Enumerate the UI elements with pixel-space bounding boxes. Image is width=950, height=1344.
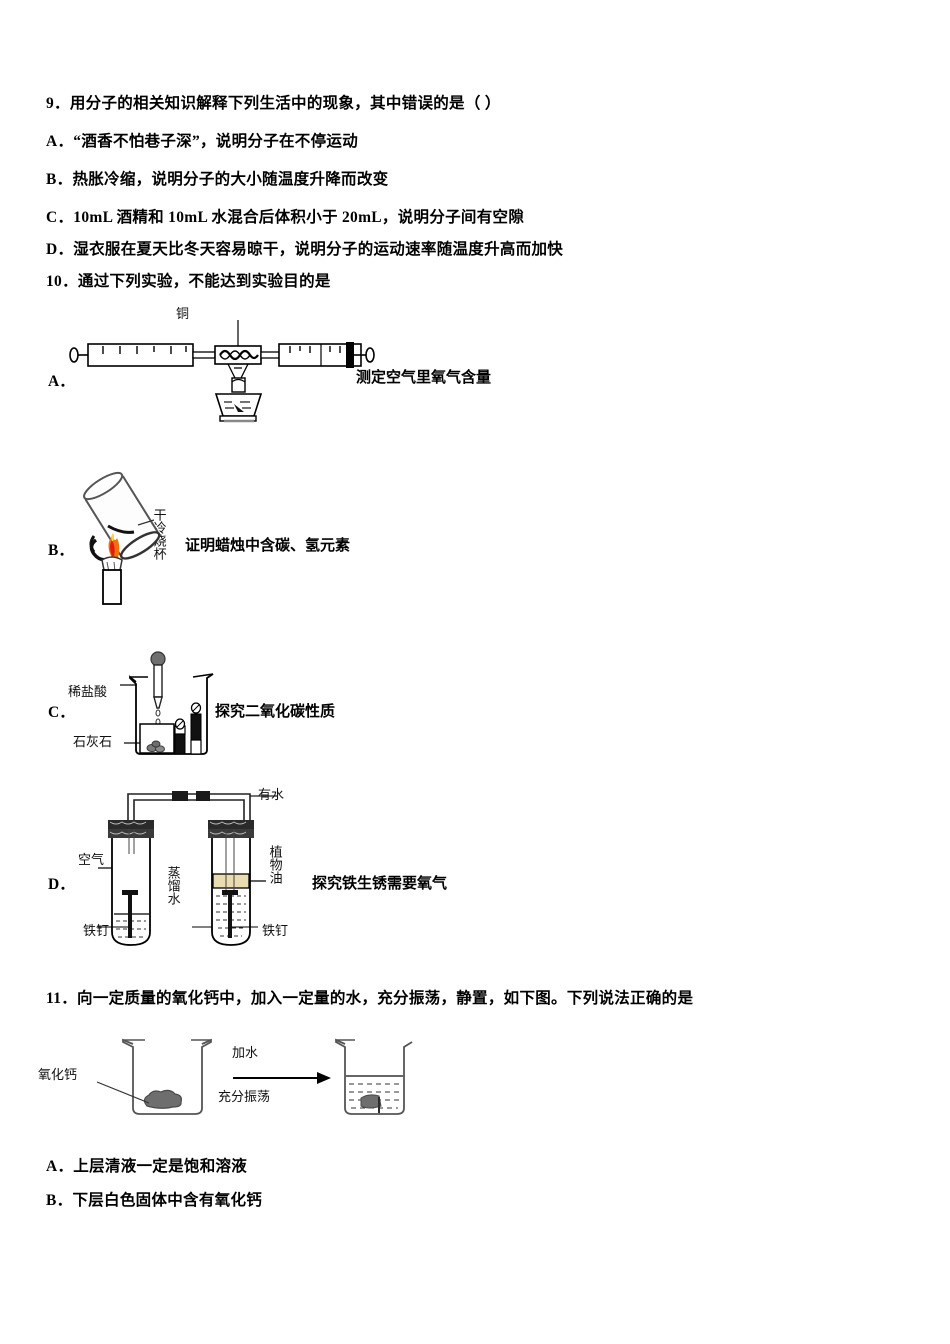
label-add-water: 加水 (232, 1045, 259, 1060)
figure-candle-dry-beaker (78, 462, 198, 607)
question-10-caption-d: 探究铁生锈需要氧气 (312, 875, 448, 892)
question-10-caption-c: 探究二氧化碳性质 (215, 703, 336, 720)
label-dilute-hydrochloric-acid: 稀盐酸 (68, 684, 108, 699)
question-10-caption-b: 证明蜡烛中含碳、氢元素 (185, 537, 351, 554)
label-air: 空气 (78, 852, 105, 867)
label-calcium-oxide: 氧化钙 (38, 1067, 78, 1082)
label-copper: 铜 (176, 306, 190, 321)
label-iron-nail-right: 铁钉 (262, 923, 289, 938)
label-shake-thoroughly: 充分振荡 (218, 1089, 271, 1104)
figure-iron-rusting-test-tubes (98, 782, 300, 952)
question-10-option-b-letter: B． (48, 542, 74, 559)
figure-calcium-oxide-water (96, 1036, 413, 1136)
question-11-stem: 11．向一定质量的氧化钙中，加入一定量的水，充分振荡，静置，如下图。下列说法正确… (46, 990, 694, 1007)
question-10-option-a-letter: A． (48, 373, 75, 390)
question-11-option-b: B．下层白色固体中含有氧化钙 (46, 1192, 263, 1209)
question-11-option-a: A．上层清液一定是饱和溶液 (46, 1158, 248, 1175)
label-has-water: 有水 (258, 787, 285, 802)
label-distilled-water: 蒸馏水 (165, 866, 181, 905)
figure-syringe-oxygen-apparatus (68, 320, 375, 432)
label-vegetable-oil: 植物油 (267, 845, 283, 884)
figure-co2-properties-beaker (118, 651, 228, 762)
question-9-option-c: C．10mL 酒精和 10mL 水混合后体积小于 20mL，说明分子间有空隙 (46, 209, 525, 226)
question-9-option-d: D．湿衣服在夏天比冬天容易晾干，说明分子的运动速率随温度升高而加快 (46, 241, 564, 258)
question-10-caption-a: 测定空气里氧气含量 (356, 369, 492, 386)
question-10-option-c-letter: C． (48, 704, 75, 721)
label-limestone: 石灰石 (73, 734, 113, 749)
question-9-stem: 9．用分子的相关知识解释下列生活中的现象，其中错误的是（ ） (46, 95, 501, 112)
question-9-option-a: A．“酒香不怕巷子深”，说明分子在不停运动 (46, 133, 358, 150)
question-10-stem: 10．通过下列实验，不能达到实验目的是 (46, 273, 331, 290)
question-9-option-b: B．热胀冷缩，说明分子的大小随温度升降而改变 (46, 171, 389, 188)
question-10-option-d-letter: D． (48, 876, 75, 893)
